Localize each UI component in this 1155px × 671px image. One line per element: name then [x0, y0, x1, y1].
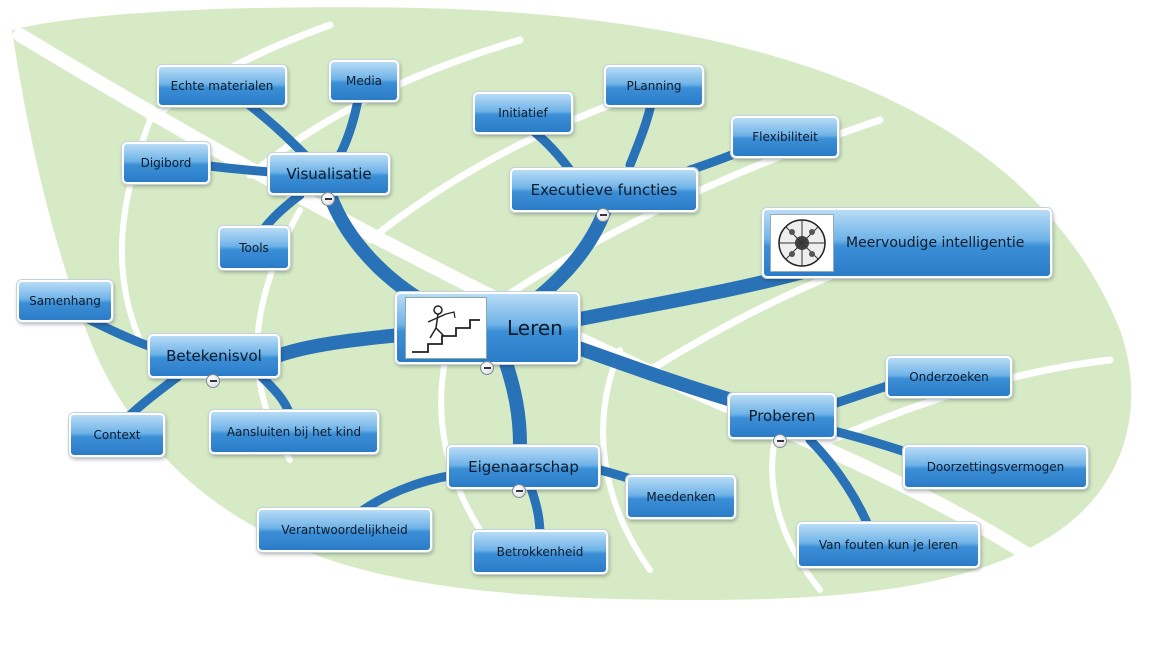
leaf-van-fouten-kun-je-leren[interactable]: Van fouten kun je leren	[797, 522, 980, 568]
leaf-flexibiliteit[interactable]: Flexibiliteit	[731, 116, 839, 158]
branch-executieve-functies[interactable]: Executieve functies	[510, 168, 698, 212]
branch-label: Executieve functies	[530, 181, 678, 199]
leaf-label: Meedenken	[646, 490, 716, 504]
leaf-meedenken[interactable]: Meedenken	[626, 475, 736, 519]
connector-proberen-fouten	[805, 435, 875, 535]
leaf-onderzoeken[interactable]: Onderzoeken	[886, 356, 1012, 398]
leaf-label: Van fouten kun je leren	[818, 538, 959, 552]
connector-root-eigenaarschap	[498, 353, 527, 452]
leaf-label: Media	[345, 74, 383, 88]
root-node-leren[interactable]: Leren	[395, 292, 580, 364]
branch-label: Visualisatie	[286, 165, 372, 183]
leaf-label: Context	[93, 428, 141, 442]
collapse-minus-icon[interactable]	[596, 208, 610, 222]
leaf-vein	[600, 347, 653, 573]
branch-label: Proberen	[748, 407, 816, 425]
branch-label: Meervoudige intelligentie	[846, 235, 1025, 251]
branch-eigenaarschap[interactable]: Eigenaarschap	[447, 445, 600, 489]
leaf-label: Initiatief	[498, 106, 548, 120]
leaf-label: Doorzettingsvermogen	[926, 460, 1065, 474]
branch-label: Eigenaarschap	[468, 458, 579, 476]
leaf-verantwoordelijkheid[interactable]: Verantwoordelijkheid	[257, 508, 432, 552]
leaf-betrokkenheid[interactable]: Betrokkenheid	[472, 530, 608, 574]
collapse-minus-icon[interactable]	[206, 374, 220, 388]
person-climbing-stairs-icon	[405, 297, 487, 359]
collapse-minus-icon[interactable]	[480, 361, 494, 375]
leaf-tools[interactable]: Tools	[218, 226, 290, 270]
leaf-planning[interactable]: PLanning	[604, 65, 704, 107]
leaf-label: Onderzoeken	[909, 370, 989, 384]
leaf-initiatief[interactable]: Initiatief	[473, 92, 573, 134]
leaf-context[interactable]: Context	[69, 413, 165, 457]
leaf-doorzettingsvermogen[interactable]: Doorzettingsvermogen	[903, 445, 1088, 489]
leaf-media[interactable]: Media	[329, 60, 399, 102]
leaf-echte-materialen[interactable]: Echte materialen	[157, 65, 287, 107]
branch-proberen[interactable]: Proberen	[728, 393, 836, 439]
collapse-minus-icon[interactable]	[512, 484, 526, 498]
branch-label: Betekenisvol	[166, 347, 262, 365]
leaf-label: Verantwoordelijkheid	[281, 523, 408, 537]
branch-betekenisvol[interactable]: Betekenisvol	[148, 334, 280, 378]
connector-root-betekenisvol	[273, 328, 407, 362]
collapse-minus-icon[interactable]	[321, 192, 335, 206]
branch-visualisatie[interactable]: Visualisatie	[268, 153, 390, 195]
leaf-label: Betrokkenheid	[496, 545, 584, 559]
leaf-label: Tools	[239, 241, 269, 255]
leaf-label: Aansluiten bij het kind	[226, 425, 362, 439]
multiple-intelligences-wheel-icon	[770, 214, 834, 272]
leaf-samenhang[interactable]: Samenhang	[17, 280, 113, 322]
connector-visualisatie-media	[335, 95, 363, 160]
leaf-label: Samenhang	[29, 294, 101, 308]
leaf-label: PLanning	[626, 79, 682, 93]
leaf-label: Flexibiliteit	[752, 130, 818, 144]
leaf-label: Echte materialen	[170, 79, 274, 93]
leaf-aansluiten-bij-het-kind[interactable]: Aansluiten bij het kind	[209, 410, 379, 454]
leaf-label: Digibord	[140, 156, 192, 170]
root-label: Leren	[507, 316, 563, 340]
collapse-minus-icon[interactable]	[773, 434, 787, 448]
leaf-digibord[interactable]: Digibord	[122, 142, 210, 184]
branch-meervoudige-intelligentie[interactable]: Meervoudige intelligentie	[762, 208, 1052, 278]
